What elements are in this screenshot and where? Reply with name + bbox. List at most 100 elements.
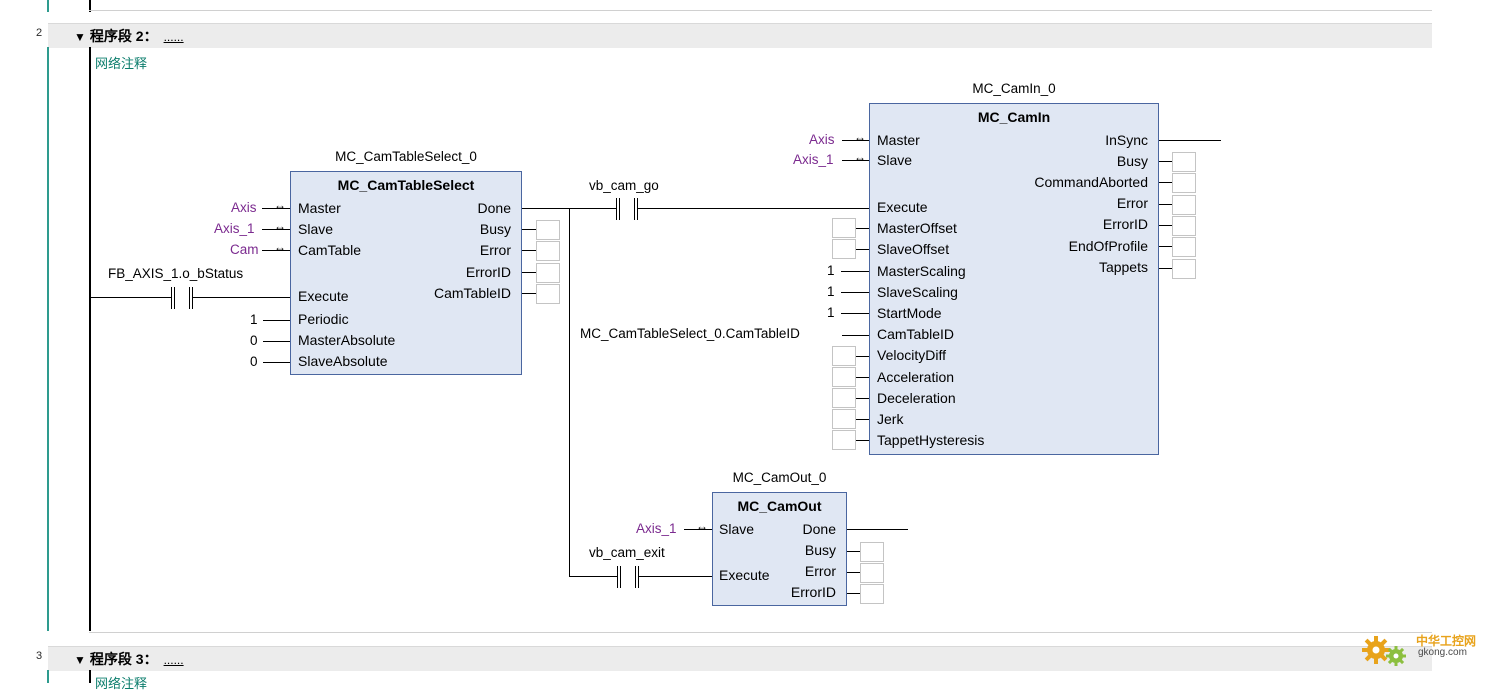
network-comment[interactable]: 网络注释 — [95, 56, 148, 71]
input-box-jerk[interactable] — [832, 409, 856, 429]
wire — [522, 208, 570, 209]
wire — [856, 228, 869, 229]
output-box-error-id[interactable] — [536, 263, 560, 283]
wire — [856, 356, 869, 357]
network-title[interactable]: ▼程序段 3：...... — [74, 649, 184, 669]
logo-text-en: gkong.com — [1418, 647, 1467, 658]
input-box-acceleration[interactable] — [832, 367, 856, 387]
inout-arrow-icon: ↔ — [274, 240, 286, 254]
wire — [841, 292, 869, 293]
wire — [569, 576, 617, 577]
row-number: 2 — [36, 27, 43, 39]
input-const-periodic[interactable]: 1 — [250, 312, 258, 327]
network-title-text: 程序段 2： — [89, 28, 158, 44]
output-box-command-aborted[interactable] — [1172, 173, 1196, 193]
input-const-slave-absolute[interactable]: 0 — [250, 354, 258, 369]
input-var-cam-table-id[interactable]: MC_CamTableSelect_0.CamTableID — [580, 326, 800, 341]
wire-in-sync — [1159, 140, 1221, 141]
network-title-dots[interactable]: ...... — [163, 653, 184, 667]
output-box-cam-table-id[interactable] — [536, 284, 560, 304]
wire — [263, 341, 290, 342]
pin-busy: Busy — [479, 221, 511, 237]
output-box-error[interactable] — [1172, 195, 1196, 215]
network-margin-bar — [47, 47, 49, 631]
input-box-deceleration[interactable] — [832, 388, 856, 408]
wire — [1159, 225, 1172, 226]
wire — [1159, 161, 1172, 162]
input-var-slave[interactable]: Axis_1 — [793, 152, 834, 167]
output-box-tappets[interactable] — [1172, 259, 1196, 279]
collapse-triangle-icon[interactable]: ▼ — [74, 653, 86, 667]
pin-busy: Busy — [1116, 153, 1148, 169]
pin-in-sync: InSync — [1105, 132, 1148, 148]
input-box-tappet-hysteresis[interactable] — [832, 430, 856, 450]
input-var-camtable[interactable]: Cam — [230, 242, 259, 257]
pin-execute: Execute — [719, 567, 770, 583]
input-const-master-absolute[interactable]: 0 — [250, 333, 258, 348]
power-rail-prev — [89, 0, 91, 12]
pin-error-id: ErrorID — [790, 584, 836, 600]
contact-var-fb-axis-status[interactable]: FB_AXIS_1.o_bStatus — [108, 266, 244, 281]
wire — [856, 377, 869, 378]
no-contact-icon[interactable] — [616, 198, 638, 220]
row-number: 3 — [36, 650, 43, 662]
input-const-slave-scaling[interactable]: 1 — [827, 284, 835, 299]
pin-periodic: Periodic — [298, 311, 349, 327]
output-box-busy[interactable] — [1172, 152, 1196, 172]
wire — [263, 320, 290, 321]
input-box-master-offset[interactable] — [832, 218, 856, 238]
input-var-slave[interactable]: Axis_1 — [636, 521, 677, 536]
pin-error: Error — [479, 242, 511, 258]
fb-instance-name[interactable]: MC_CamOut_0 — [732, 470, 827, 485]
pin-master-offset: MasterOffset — [877, 220, 957, 236]
wire — [263, 362, 290, 363]
network-title-dots[interactable]: ...... — [163, 30, 184, 44]
fb-instance-name[interactable]: MC_CamIn_0 — [972, 81, 1056, 96]
pin-cam-table-id: CamTableID — [433, 285, 511, 301]
fb-cam-out[interactable]: MC_CamOut Slave Execute Done Busy Error … — [712, 492, 847, 606]
contact-var-vb-cam-exit[interactable]: vb_cam_exit — [589, 545, 665, 560]
input-const-master-scaling[interactable]: 1 — [827, 263, 835, 278]
contact-var-vb-cam-go[interactable]: vb_cam_go — [589, 178, 659, 193]
network-margin-bar — [47, 670, 49, 683]
pin-master-absolute: MasterAbsolute — [298, 332, 396, 348]
gear-logo-icon — [1362, 636, 1406, 666]
output-box-busy[interactable] — [536, 220, 560, 240]
fb-instance-name[interactable]: MC_CamTableSelect_0 — [335, 149, 477, 164]
output-box-error[interactable] — [860, 563, 884, 583]
wire — [1159, 268, 1172, 269]
wire — [1159, 246, 1172, 247]
output-box-error-id[interactable] — [860, 584, 884, 604]
pin-slave: Slave — [877, 152, 913, 168]
network-header[interactable] — [48, 646, 1432, 671]
no-contact-icon[interactable] — [171, 287, 193, 309]
output-box-busy[interactable] — [860, 542, 884, 562]
input-var-master[interactable]: Axis — [809, 132, 835, 147]
section-divider — [89, 632, 1432, 633]
pin-error: Error — [804, 563, 836, 579]
wire — [262, 208, 290, 209]
input-box-velocity-diff[interactable] — [832, 346, 856, 366]
pin-slave: Slave — [298, 221, 334, 237]
output-box-error-id[interactable] — [1172, 216, 1196, 236]
pin-jerk: Jerk — [877, 411, 904, 427]
wire — [856, 440, 869, 441]
pin-error: Error — [1116, 195, 1148, 211]
wire — [841, 271, 869, 272]
pin-end-of-profile: EndOfProfile — [1068, 238, 1148, 254]
output-box-error[interactable] — [536, 241, 560, 261]
fb-cam-table-select[interactable]: MC_CamTableSelect Master Slave CamTable … — [290, 171, 522, 375]
output-box-end-of-profile[interactable] — [1172, 237, 1196, 257]
input-var-slave[interactable]: Axis_1 — [214, 221, 255, 236]
input-box-slave-offset[interactable] — [832, 239, 856, 259]
no-contact-icon[interactable] — [617, 566, 639, 588]
pin-command-aborted: CommandAborted — [1034, 174, 1148, 190]
pin-busy: Busy — [804, 542, 836, 558]
pin-camtable: CamTable — [298, 242, 362, 258]
input-var-master[interactable]: Axis — [231, 200, 257, 215]
fb-cam-in[interactable]: MC_CamIn Master Slave Execute MasterOffs… — [869, 103, 1159, 455]
network-header[interactable] — [48, 23, 1432, 48]
collapse-triangle-icon[interactable]: ▼ — [74, 30, 86, 44]
input-const-start-mode[interactable]: 1 — [827, 305, 835, 320]
network-title[interactable]: ▼程序段 2：...... — [74, 26, 184, 46]
